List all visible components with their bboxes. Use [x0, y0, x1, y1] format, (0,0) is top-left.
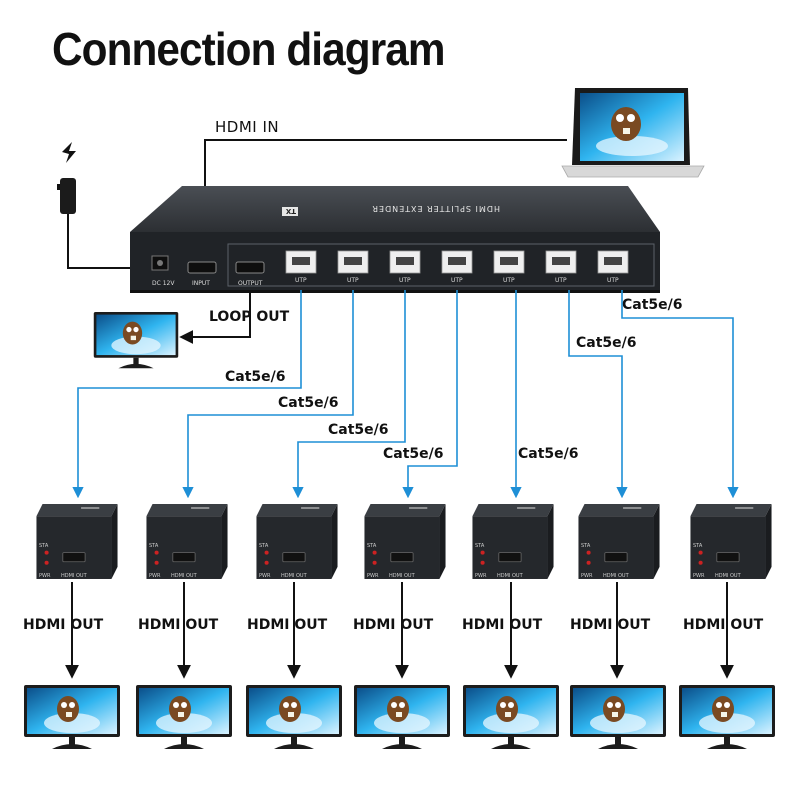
svg-text:PWR: PWR [475, 573, 487, 579]
receiver-4: STA PWR HDMI OUT [364, 504, 446, 580]
cable-6 [568, 290, 628, 499]
svg-text:STA: STA [367, 543, 377, 549]
hdmi-out-label-5: HDMI OUT [462, 617, 543, 633]
svg-text:HDMI OUT: HDMI OUT [281, 573, 308, 579]
cable-7 [621, 290, 739, 499]
svg-text:STA: STA [581, 543, 591, 549]
hdmi-out-label-7: HDMI OUT [683, 617, 764, 633]
monitor-icon [679, 685, 775, 749]
svg-text:HDMI OUT: HDMI OUT [603, 573, 630, 579]
loop-out-monitor-icon [93, 311, 179, 369]
splitter-name: HDMI SPLITTER EXTENDER [371, 204, 500, 213]
svg-text:HDMI OUT: HDMI OUT [715, 573, 742, 579]
cable-label-1: Cat5e/6 [225, 369, 286, 385]
receiver-3: STA PWR HDMI OUT [256, 504, 338, 580]
utp-port-label: UTP [451, 277, 463, 284]
loop-out-line [179, 290, 251, 344]
receiver-2: STA PWR HDMI OUT [146, 504, 228, 580]
laptop-icon [561, 88, 705, 178]
svg-text:PWR: PWR [39, 573, 51, 579]
monitor-icon [463, 685, 559, 749]
svg-text:HDMI OUT: HDMI OUT [171, 573, 198, 579]
cable-label-4: Cat5e/6 [383, 446, 444, 462]
input-port-label: INPUT [192, 280, 210, 287]
svg-text:STA: STA [475, 543, 485, 549]
receivers: STA PWR HDMI OUT STA PWR HDMI OUT STA PW… [36, 504, 772, 580]
monitor-icon [136, 685, 232, 749]
cable-label-2: Cat5e/6 [278, 395, 339, 411]
svg-text:PWR: PWR [367, 573, 379, 579]
svg-text:HDMI OUT: HDMI OUT [497, 573, 524, 579]
utp-port-label: UTP [555, 277, 567, 284]
page-title: Connection diagram [52, 23, 446, 75]
hdmi-out-label-2: HDMI OUT [138, 617, 219, 633]
svg-text:PWR: PWR [259, 573, 271, 579]
hdmi-in-label: HDMI IN [215, 118, 280, 136]
receiver-1: STA PWR HDMI OUT [36, 504, 118, 580]
receiver-6: STA PWR HDMI OUT [578, 504, 660, 580]
hdmi-out-label-3: HDMI OUT [247, 617, 328, 633]
hdmi-out-label-1: HDMI OUT [23, 617, 104, 633]
hdmi-out-label-6: HDMI OUT [570, 617, 651, 633]
output-port-label: OUTPUT [238, 280, 263, 287]
cable-3 [292, 290, 406, 499]
utp-port-label: UTP [347, 277, 359, 284]
monitor-icon [570, 685, 666, 749]
svg-text:PWR: PWR [581, 573, 593, 579]
svg-text:STA: STA [259, 543, 269, 549]
tx-badge: TX [285, 207, 296, 215]
hdmi-out-arrows [65, 582, 734, 679]
dc-port-label: DC 12V [152, 280, 175, 287]
utp-port-label: UTP [295, 277, 307, 284]
cable-label-7: Cat5e/6 [622, 297, 683, 313]
cable-label-6: Cat5e/6 [576, 335, 637, 351]
utp-port-label: UTP [503, 277, 515, 284]
svg-text:STA: STA [149, 543, 159, 549]
svg-text:PWR: PWR [693, 573, 705, 579]
svg-text:STA: STA [39, 543, 49, 549]
cable-1 [72, 290, 302, 499]
cable-2 [182, 290, 354, 499]
receiver-5: STA PWR HDMI OUT [472, 504, 554, 580]
svg-text:HDMI OUT: HDMI OUT [389, 573, 416, 579]
monitor-icon [354, 685, 450, 749]
cable-label-3: Cat5e/6 [328, 422, 389, 438]
cable-label-5: Cat5e/6 [518, 446, 579, 462]
monitor-icon [246, 685, 342, 749]
svg-text:STA: STA [693, 543, 703, 549]
cable-4 [402, 290, 458, 499]
utp-port-label: UTP [399, 277, 411, 284]
power-adapter-icon [57, 142, 138, 269]
receiver-7: STA PWR HDMI OUT [690, 504, 772, 580]
monitor-icon [24, 685, 120, 749]
svg-text:HDMI OUT: HDMI OUT [61, 573, 88, 579]
display-monitors [24, 685, 775, 749]
hdmi-out-label-4: HDMI OUT [353, 617, 434, 633]
hdmi-splitter-device: DC 12V INPUT OUTPUT UTP UTP UTP UTP UTP … [130, 186, 660, 293]
svg-text:PWR: PWR [149, 573, 161, 579]
utp-port-label: UTP [607, 277, 619, 284]
cat-cables [72, 290, 739, 499]
